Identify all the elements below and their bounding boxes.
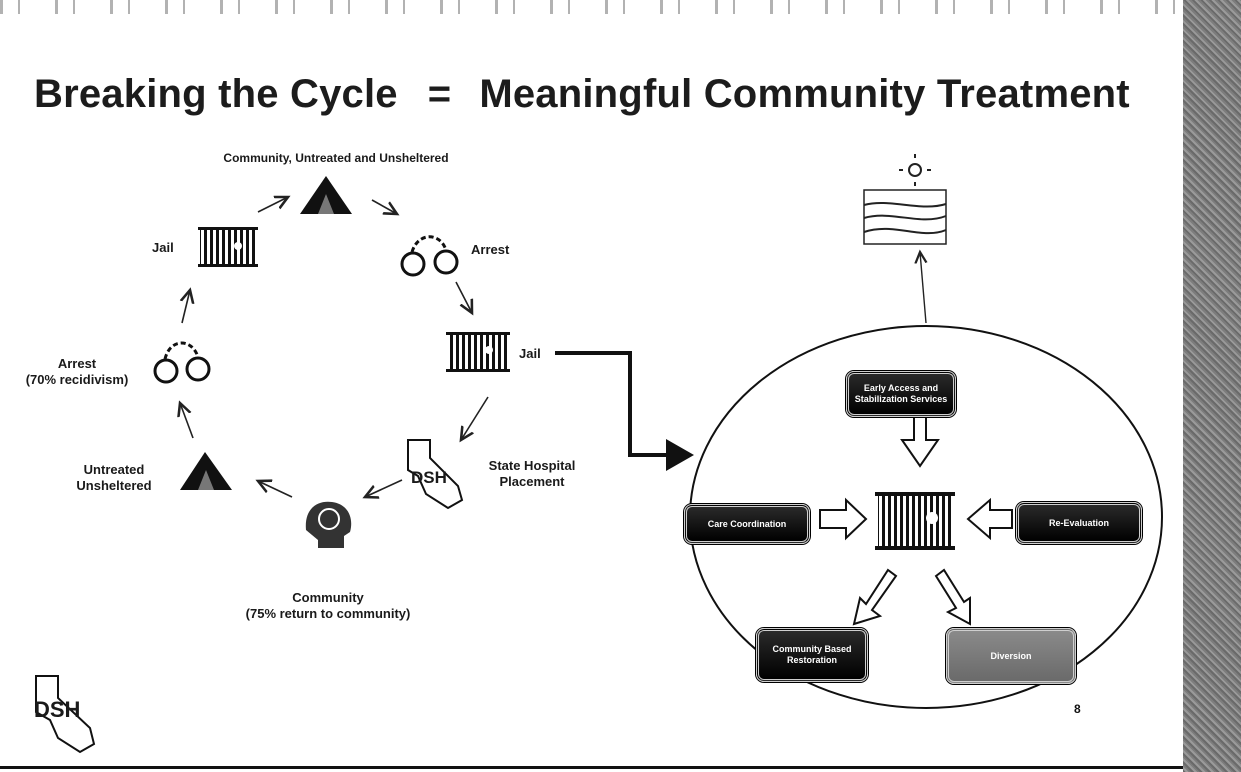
- title-right: Meaningful Community Treatment: [479, 72, 1130, 116]
- tent-icon: [180, 452, 232, 490]
- label-line: (75% return to community): [245, 606, 411, 621]
- box-line: Restoration: [786, 655, 837, 665]
- title-equals: =: [427, 72, 452, 116]
- cycle-arrow: [365, 479, 403, 497]
- slide-bottom-rule: [0, 766, 1183, 769]
- label-community-untreated: Community, Untreated and Unsheltered: [223, 151, 449, 165]
- cycle-arrow: [180, 403, 194, 439]
- label-line: Arrest: [57, 356, 97, 371]
- cycle-arrow: [182, 290, 190, 324]
- hollow-arrow-left: [966, 497, 1013, 541]
- label-line: Untreated: [83, 462, 145, 477]
- hollow-arrow-right: [819, 497, 868, 541]
- box-line: Community Based: [772, 644, 852, 654]
- box-line: Early Access and: [863, 383, 939, 393]
- cycle-arrow: [461, 396, 489, 440]
- connector-arrow: [555, 351, 694, 471]
- label-line: State Hospital: [488, 458, 576, 473]
- landscape-icon: [863, 154, 947, 245]
- dsh-logo-icon: [35, 675, 96, 754]
- label-arrest-recidivism: Arrest (70% recidivism): [2, 356, 152, 388]
- box-line: Stabilization Services: [854, 394, 948, 404]
- cycle-arrow: [257, 197, 288, 213]
- cycle-arrow: [258, 481, 293, 498]
- dsh-logo-text: DSH: [34, 697, 81, 722]
- jail-icon: [198, 227, 258, 267]
- hollow-arrow-down-right: [934, 568, 971, 626]
- community-head-icon: [305, 501, 352, 548]
- label-untreated: Untreated Unsheltered: [64, 462, 164, 494]
- dsh-state-icon: [407, 439, 464, 510]
- scan-noise-top: [0, 0, 1183, 14]
- label-line: (70% recidivism): [25, 372, 129, 387]
- tent-icon: [300, 176, 352, 214]
- outcome-arrow: [920, 252, 926, 324]
- page-number: 8: [1074, 702, 1081, 716]
- label-jail: Jail: [519, 346, 541, 361]
- box-care-coordination: Care Coordination: [684, 504, 810, 544]
- label-line: Unsheltered: [76, 478, 152, 493]
- cycle-arrow: [455, 281, 472, 313]
- cycle-diagram: [153, 154, 1163, 709]
- slide-title: Breaking the Cycle = Meaningful Community …: [34, 72, 1130, 117]
- cycle-arrow: [371, 199, 397, 214]
- label-line: Community: [292, 590, 364, 605]
- handcuffs-icon: [400, 235, 459, 277]
- label-jail-left: Jail: [152, 240, 174, 255]
- scan-edge-bar: [1183, 0, 1241, 772]
- box-re-evaluation: Re-Evaluation: [1016, 502, 1142, 544]
- box-diversion: Diversion: [946, 628, 1076, 684]
- jail-icon: [875, 492, 955, 550]
- label-line: Placement: [499, 474, 565, 489]
- label-community: Community (75% return to community): [218, 590, 438, 622]
- handcuffs-icon: [153, 341, 211, 384]
- title-left: Breaking the Cycle: [34, 72, 398, 116]
- label-arrest: Arrest: [471, 242, 510, 257]
- jail-icon: [446, 332, 510, 372]
- hollow-arrow-down-left: [852, 568, 898, 626]
- label-dsh: DSH: [411, 468, 447, 487]
- label-state-hospital: State Hospital Placement: [482, 458, 582, 490]
